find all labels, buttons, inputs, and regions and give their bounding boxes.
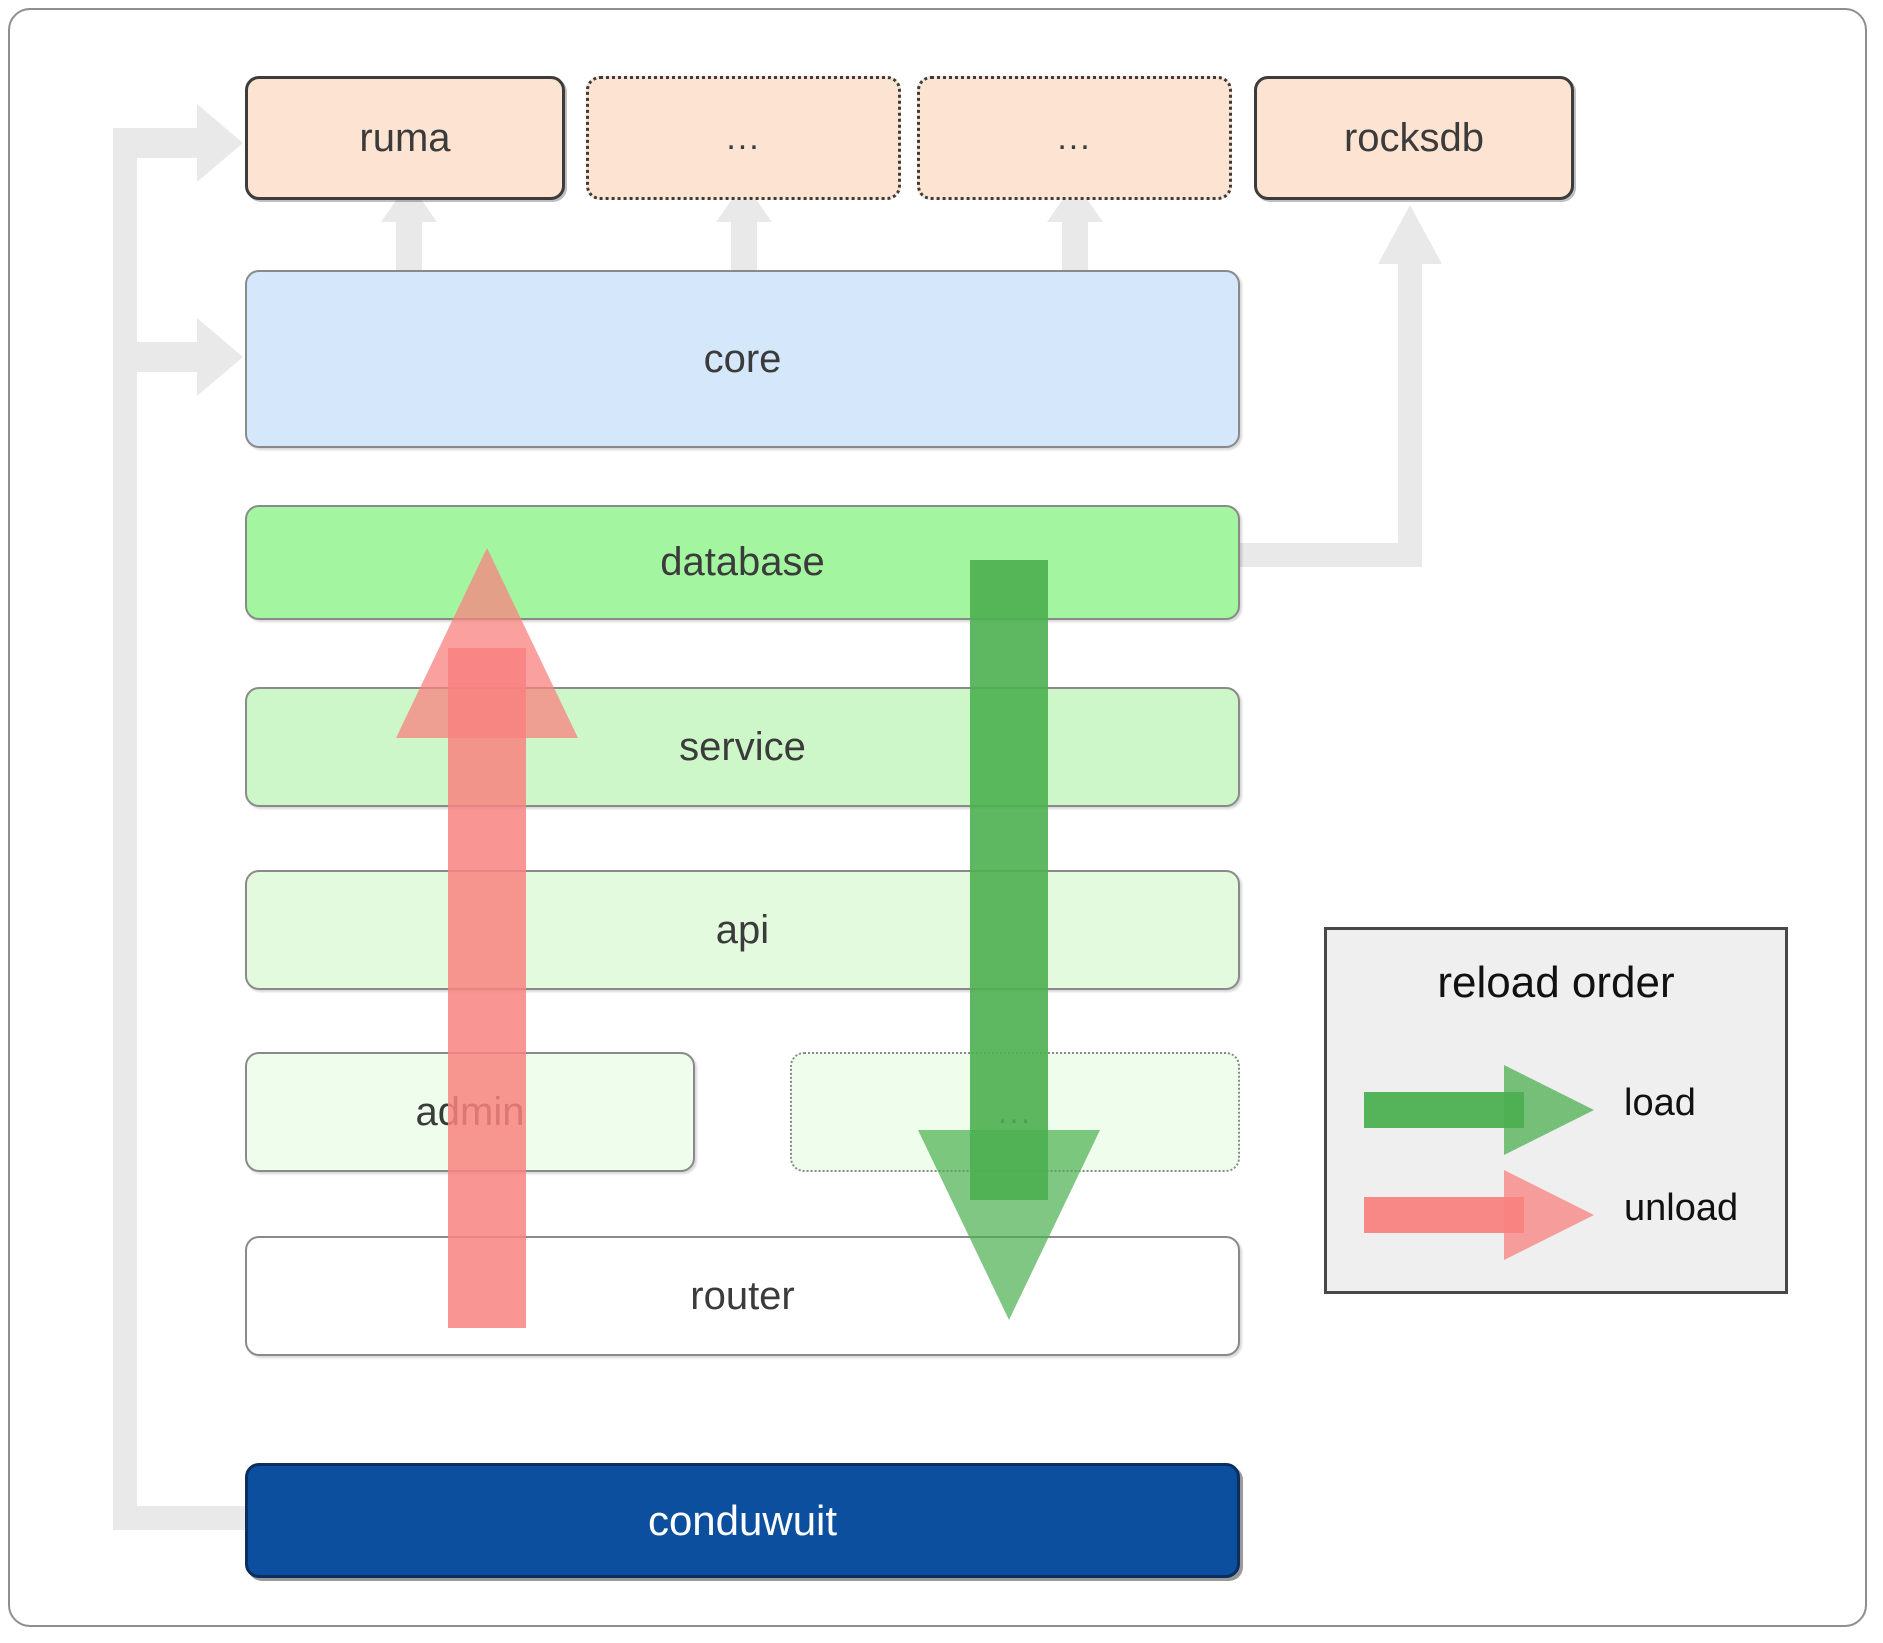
connector-core-to-dep3 <box>1047 182 1103 276</box>
layer-label: core <box>703 336 782 381</box>
layer-label: service <box>679 724 806 769</box>
layer-box-core[interactable]: core <box>245 270 1240 448</box>
dependency-box-2[interactable]: ... <box>586 76 901 200</box>
connector-trunk-to-core <box>113 318 243 396</box>
legend-panel: reload order load unload <box>1324 927 1788 1294</box>
layer-box-database[interactable]: database <box>245 505 1240 620</box>
layer-box-router[interactable]: router <box>245 1236 1240 1356</box>
dependency-label: ... <box>726 118 761 157</box>
layer-label: database <box>660 540 825 584</box>
dependency-label: rocksdb <box>1343 115 1485 160</box>
connector-trunk-to-ruma <box>113 104 243 182</box>
connector-conduwuit-trunk <box>113 128 137 1530</box>
layer-label: router <box>690 1273 795 1318</box>
layer-label: admin <box>415 1089 525 1134</box>
dependency-label: ... <box>1057 118 1092 157</box>
layer-box-service[interactable]: service <box>245 687 1240 807</box>
layer-box-admin[interactable]: admin <box>245 1052 695 1172</box>
connector-database-to-rocksdb <box>1240 205 1442 567</box>
connector-core-to-ruma <box>381 182 437 276</box>
connector-core-to-dep2 <box>716 182 772 276</box>
layer-label: ... <box>997 1092 1033 1131</box>
layer-box-extra[interactable]: ... <box>790 1052 1240 1172</box>
binary-box-conduwuit[interactable]: conduwuit <box>245 1463 1240 1578</box>
legend-load-arrow-icon <box>1364 1065 1594 1155</box>
dependency-box-3[interactable]: ... <box>917 76 1232 200</box>
connector-conduwuit-to-trunk <box>113 1506 250 1530</box>
dependency-box-rocksdb[interactable]: rocksdb <box>1254 76 1574 200</box>
legend-unload-arrow-icon <box>1364 1170 1594 1260</box>
layer-label: api <box>715 907 770 952</box>
legend-title: reload order <box>1437 958 1675 1007</box>
dependency-box-ruma[interactable]: ruma <box>245 76 565 200</box>
legend-label-unload: unload <box>1624 1187 1739 1229</box>
legend-label-load: load <box>1624 1082 1696 1124</box>
layer-box-api[interactable]: api <box>245 870 1240 990</box>
dependency-label: ruma <box>359 115 451 160</box>
binary-label: conduwuit <box>647 1496 838 1544</box>
